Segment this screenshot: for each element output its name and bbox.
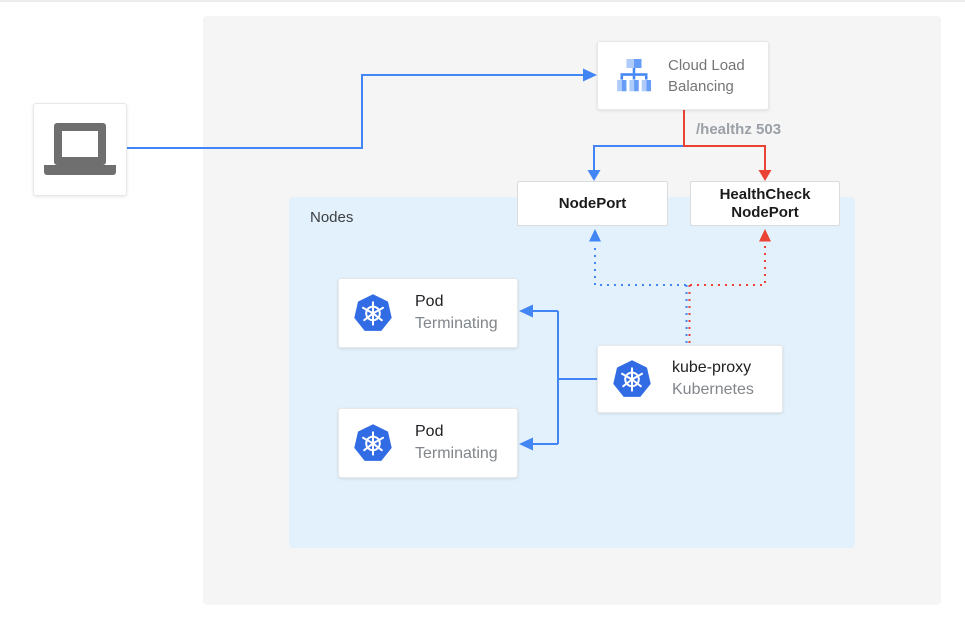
kube-proxy-card: kube-proxy Kubernetes [597,345,783,413]
load-balancer-icon [617,59,652,92]
page-top-divider [0,0,965,2]
pod-card-1: Pod Terminating [338,278,518,348]
nodeport-box: NodePort [517,181,668,226]
client-card [33,103,127,196]
pod-title: Pod [415,423,444,440]
kube-proxy-title: kube-proxy [672,359,752,376]
pod-status: Terminating [415,315,498,332]
healthz-503-label: /healthz 503 [696,121,782,138]
cloud-load-balancing-label: Cloud Load Balancing [668,56,745,95]
pod-card-2: Pod Terminating [338,408,518,478]
laptop-icon [44,121,116,179]
kubernetes-icon [354,424,392,461]
kubernetes-icon [354,294,392,331]
kubernetes-icon [613,360,651,397]
pod-status: Terminating [415,445,498,462]
healthcheck-nodeport-box: HealthCheck NodePort [690,181,840,226]
kube-proxy-subtitle: Kubernetes [672,381,754,398]
cloud-load-balancing-card: Cloud Load Balancing [597,41,769,110]
nodes-container-label: Nodes [310,209,354,226]
pod-title: Pod [415,293,444,310]
